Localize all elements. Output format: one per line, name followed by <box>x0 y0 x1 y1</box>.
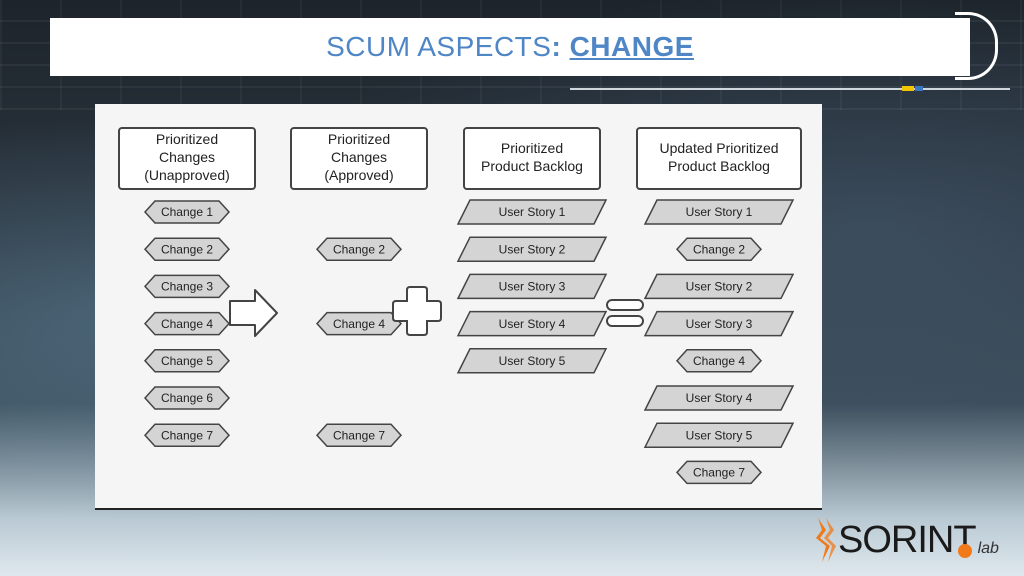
sorint-logo: SORINT lab <box>812 512 1012 568</box>
user-story-shape <box>456 310 608 337</box>
user-story-label: User Story 3 <box>686 317 753 331</box>
user-story-shape <box>456 199 608 225</box>
column-header-text: Prioritized <box>328 131 390 147</box>
user-story-label: User Story 5 <box>499 354 566 368</box>
user-story-shape <box>643 422 795 448</box>
column-header-text: Changes <box>159 149 215 165</box>
change-item-shape <box>143 237 231 261</box>
change-item-shape <box>143 274 231 299</box>
user-story-shape <box>643 310 795 337</box>
user-story-shape <box>643 273 795 300</box>
user-story-label: User Story 2 <box>499 242 566 256</box>
user-story-shape <box>456 236 608 262</box>
change-item-label: Change 4 <box>161 317 213 331</box>
user-story-label: User Story 4 <box>499 317 566 331</box>
column-header-text: Product Backlog <box>668 158 770 174</box>
column-header-box <box>118 127 256 190</box>
column-header-text: (Unapproved) <box>144 167 230 183</box>
change-item-label: Change 4 <box>333 317 385 331</box>
change-item-shape <box>143 349 231 373</box>
change-item-shape <box>675 237 763 261</box>
arrow-operator-icon <box>229 289 278 337</box>
change-item-shape <box>315 311 403 336</box>
sorint-flame-icon <box>816 518 836 562</box>
decorative-ring <box>955 12 998 80</box>
change-item-label: Change 4 <box>693 354 745 368</box>
user-story-label: User Story 4 <box>686 391 753 405</box>
user-story-label: User Story 3 <box>499 280 566 294</box>
change-item-label: Change 2 <box>161 242 213 256</box>
user-story-shape <box>456 273 608 300</box>
change-item-shape <box>143 386 231 410</box>
change-item-label: Change 7 <box>693 466 745 480</box>
column-header-text: Prioritized <box>501 140 563 156</box>
user-story-shape <box>643 385 795 411</box>
user-story-label: User Story 1 <box>686 205 753 219</box>
change-item-label: Change 2 <box>693 242 745 256</box>
user-story-shape <box>456 348 608 374</box>
user-story-label: User Story 1 <box>499 205 566 219</box>
column-header-box <box>636 127 802 190</box>
decorative-line <box>570 88 1010 90</box>
change-item-label: Change 3 <box>161 280 213 294</box>
title-separator: : <box>551 31 562 62</box>
slide-title: SCUM ASPECTS: CHANGE <box>326 31 694 63</box>
change-item-shape <box>143 423 231 447</box>
title-accent: CHANGE <box>569 31 694 62</box>
change-item-shape <box>315 423 403 447</box>
change-item-label: Change 7 <box>161 428 213 442</box>
decorative-chip-yellow <box>902 86 914 91</box>
change-item-label: Change 5 <box>161 354 213 368</box>
user-story-label: User Story 5 <box>686 428 753 442</box>
logo-subtext: lab <box>977 540 999 557</box>
change-item-label: Change 2 <box>333 242 385 256</box>
decorative-chip-blue <box>915 86 923 91</box>
column-header-text: (Approved) <box>324 167 393 183</box>
change-item-shape <box>675 460 763 485</box>
user-story-label: User Story 2 <box>686 280 753 294</box>
change-item-shape <box>143 200 231 224</box>
change-item-shape <box>675 349 763 373</box>
logo-text: SORINT <box>838 518 977 561</box>
change-item-shape <box>315 237 403 261</box>
column-header-text: Changes <box>331 149 387 165</box>
change-item-label: Change 7 <box>333 428 385 442</box>
column-header-text: Updated Prioritized <box>659 140 778 156</box>
title-main: SCUM ASPECTS <box>326 31 552 62</box>
logo-dot <box>958 544 972 558</box>
change-item-label: Change 1 <box>161 205 213 219</box>
column-header-text: Prioritized <box>156 131 218 147</box>
user-story-shape <box>643 199 795 225</box>
equals-operator-top <box>606 299 644 311</box>
column-header-box <box>290 127 428 190</box>
title-bar: SCUM ASPECTS: CHANGE <box>50 18 970 76</box>
equals-operator-bottom <box>606 315 644 327</box>
change-item-label: Change 6 <box>161 391 213 405</box>
column-header-box <box>463 127 601 190</box>
plus-operator-icon <box>392 286 442 336</box>
column-header-text: Product Backlog <box>481 158 583 174</box>
